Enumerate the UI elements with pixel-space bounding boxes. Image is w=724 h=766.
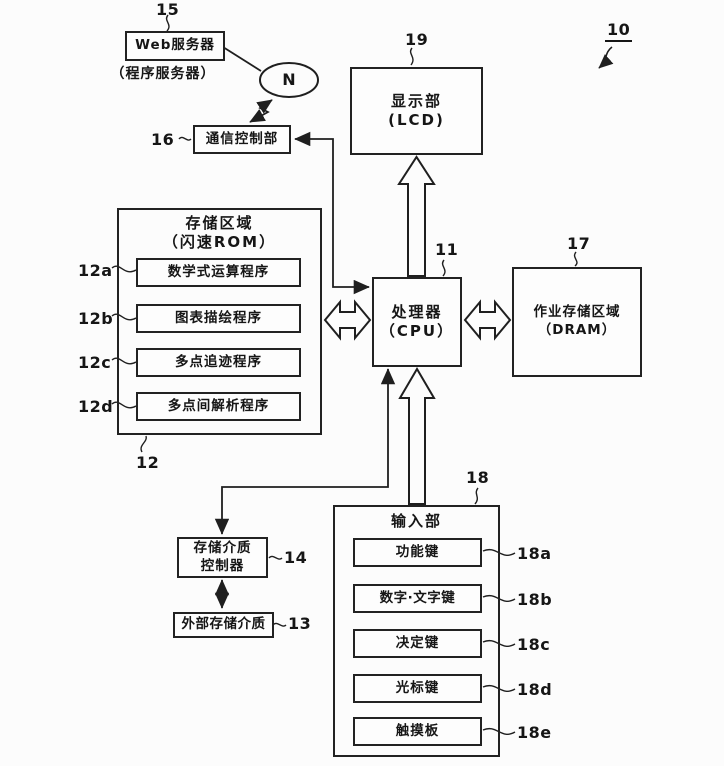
program-label-trace: 多点追迹程序 xyxy=(175,353,262,370)
storage-area-title-line2: （闪速ROM） xyxy=(162,232,277,251)
external-media-box: 外部存储介质 xyxy=(173,612,274,638)
input-unit-title: 输入部 xyxy=(390,512,442,530)
figure-pointer-arrow xyxy=(598,46,614,69)
key-box-numeric: 数字·文字键 xyxy=(353,584,482,613)
ref-18e: 18e xyxy=(517,723,552,742)
network-label: N xyxy=(282,70,296,89)
key-box-cursor: 光标键 xyxy=(353,674,482,703)
web-server-sublabel: （程序服务器） xyxy=(110,66,216,82)
key-label-enter: 决定键 xyxy=(395,634,440,651)
ref-14: 14 xyxy=(284,548,308,567)
display-sublabel: (LCD) xyxy=(388,111,445,129)
cpu-sublabel: （CPU） xyxy=(379,322,455,340)
program-box-graph: 图表描绘程序 xyxy=(136,304,301,333)
external-media-label: 外部存储介质 xyxy=(181,616,266,633)
ref-18d: 18d xyxy=(517,680,553,699)
input-to-cpu-arrow xyxy=(398,367,436,505)
media-controller-label-line2: 控制器 xyxy=(200,557,245,574)
ref-12c: 12c xyxy=(78,353,112,372)
storage-area-title: 存储区域 （闪速ROM） xyxy=(117,214,322,252)
cpu-box: 处理器 （CPU） xyxy=(372,277,462,367)
web-server-label: Web服务器 xyxy=(135,37,215,54)
comm-to-cpu-line xyxy=(294,131,370,295)
storage-area-title-line1: 存储区域 xyxy=(185,214,254,232)
program-label-analysis: 多点间解析程序 xyxy=(167,397,270,414)
network-ellipse xyxy=(259,62,319,98)
storage-area-box xyxy=(117,208,322,435)
program-label-math: 数学式运算程序 xyxy=(167,263,270,280)
wireless-zigzag-arrow xyxy=(249,99,273,123)
cpu-to-display-arrow xyxy=(397,155,436,277)
ref-18b: 18b xyxy=(517,590,553,609)
ref-18a: 18a xyxy=(517,544,552,563)
ref-12d: 12d xyxy=(78,397,114,416)
dram-sublabel: （DRAM） xyxy=(537,322,617,338)
program-box-math: 数学式运算程序 xyxy=(136,258,301,287)
key-label-touchpad: 触摸板 xyxy=(395,722,440,739)
ref-19: 19 xyxy=(405,30,429,49)
media-controller-box: 存储介质 控制器 xyxy=(177,537,268,578)
dram-label: 作业存储区域 xyxy=(533,304,621,321)
input-unit-box xyxy=(333,505,500,757)
ref-18: 18 xyxy=(466,468,490,487)
key-box-enter: 决定键 xyxy=(353,629,482,658)
figure-number: 10 xyxy=(605,20,633,42)
key-label-cursor: 光标键 xyxy=(395,679,440,696)
cpu-label: 处理器 xyxy=(391,302,443,321)
display-label: 显示部 xyxy=(390,91,442,110)
web-server-box: Web服务器 xyxy=(125,31,225,61)
key-label-function: 功能键 xyxy=(395,543,440,560)
program-label-graph: 图表描绘程序 xyxy=(175,309,262,326)
comm-controller-label: 通信控制部 xyxy=(205,130,279,147)
key-box-touchpad: 触摸板 xyxy=(353,717,482,746)
cpu-dram-double-arrow xyxy=(463,299,512,341)
ref-12: 12 xyxy=(136,453,160,472)
cpu-to-media-controller-line xyxy=(214,368,396,535)
ref-13: 13 xyxy=(288,614,312,633)
web-to-network-line xyxy=(222,46,262,72)
ref-12a: 12a xyxy=(78,261,113,280)
dram-box: 作业存储区域 （DRAM） xyxy=(512,267,642,377)
key-label-numeric: 数字·文字键 xyxy=(379,589,456,606)
ref-12b: 12b xyxy=(78,309,114,328)
rom-cpu-double-arrow xyxy=(323,299,372,341)
program-box-trace: 多点追迹程序 xyxy=(136,348,301,377)
ref-15: 15 xyxy=(156,0,180,19)
key-box-function: 功能键 xyxy=(353,538,482,567)
ref-16: 16 xyxy=(151,130,175,149)
ref-17: 17 xyxy=(567,234,591,253)
program-box-analysis: 多点间解析程序 xyxy=(136,392,301,421)
ref-11: 11 xyxy=(435,240,459,259)
display-box: 显示部 (LCD) xyxy=(350,67,483,155)
comm-controller-box: 通信控制部 xyxy=(193,125,291,154)
media-controller-label-line1: 存储介质 xyxy=(193,539,252,556)
ref-18c: 18c xyxy=(517,635,551,654)
